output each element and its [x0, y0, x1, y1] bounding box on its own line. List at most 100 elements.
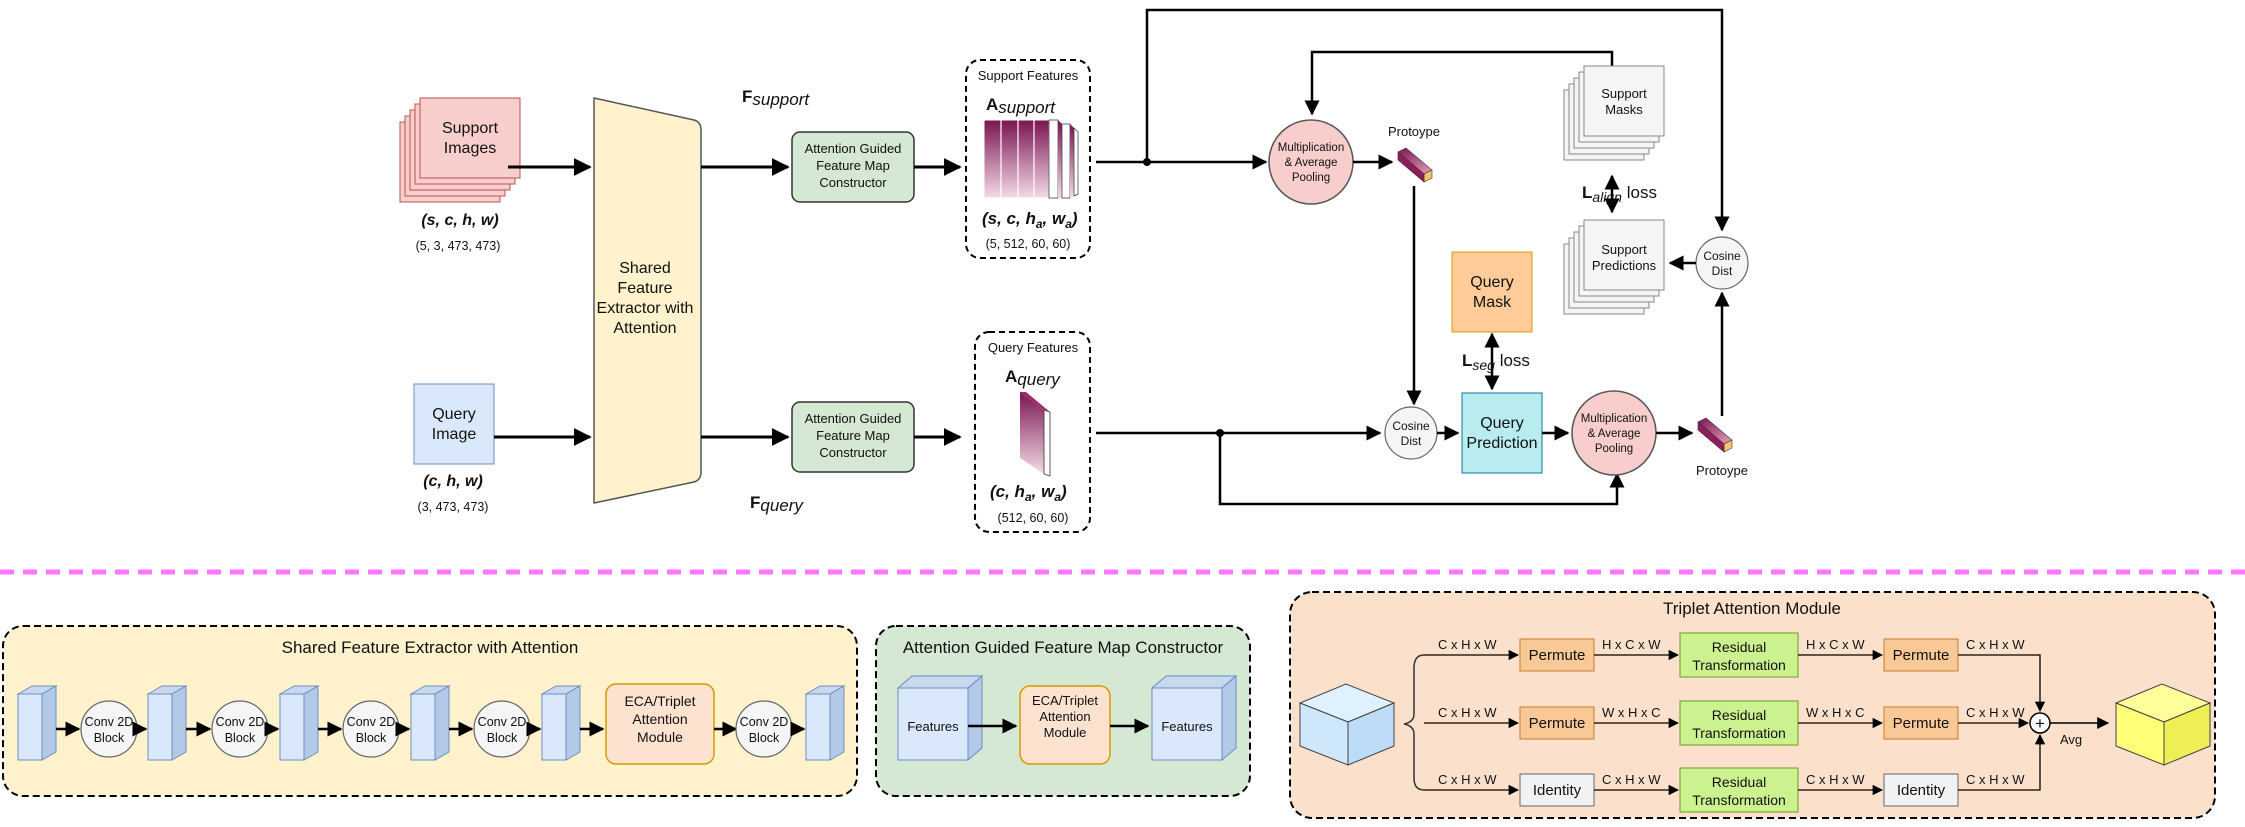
agfmc-features-out-label: Features [1161, 719, 1213, 734]
agfmc-top: Attention Guided Feature Map Constructor [791, 131, 915, 203]
support-predictions-stack: Support Predictions [1563, 219, 1665, 315]
feature-slab [16, 685, 58, 761]
conv-block-label-1: Conv 2D [85, 715, 134, 729]
triplet-mid2-dims: C x H x W [1806, 772, 1865, 787]
agfmc-eca-label-2: Attention [1039, 709, 1090, 724]
query-feature-map [1020, 392, 1051, 477]
feature-slab [146, 685, 188, 761]
query-features-box: Query Features Aquery (c, ha, wa) (512, … [974, 331, 1091, 533]
l-seg-label: Lseg loss [1462, 351, 1530, 373]
pooling-bottom-label-1: Multiplication [1581, 413, 1647, 425]
triplet-brace [1403, 654, 1425, 791]
support-images-stack: Support Images [399, 97, 521, 203]
extractor-eca-label-3: Module [637, 729, 683, 745]
extractor-label-1: Shared [619, 260, 671, 277]
extractor-label-3: Extractor with [597, 300, 694, 317]
agfmc-bottom-label-2: Feature Map [816, 428, 890, 443]
query-image: Query Image [413, 383, 495, 465]
support-shape: (5, 3, 473, 473) [416, 239, 501, 253]
conv-block-label-2: Block [356, 731, 387, 745]
panel-agfmc: Attention Guided Feature Map Constructor… [875, 625, 1251, 797]
query-feat-shape: (512, 60, 60) [998, 511, 1069, 525]
support-predictions-label-2: Predictions [1592, 258, 1657, 273]
panel-shared-extractor: Shared Feature Extractor with Attention … [2, 625, 858, 797]
triplet-sum-node: + [2029, 712, 2051, 734]
triplet-sum-symbol: + [2035, 714, 2045, 733]
query-prediction: Query Prediction [1461, 392, 1543, 474]
cosine-mid-label-1: Cosine [1392, 419, 1430, 433]
arrow-support-features-to-cosine-right [1145, 8, 1730, 232]
prototype-top-label: Protoype [1388, 124, 1440, 139]
support-feat-shape: (5, 512, 60, 60) [986, 237, 1071, 251]
extractor-eca-label-2: Attention [632, 711, 687, 727]
query-image-label-2: Image [432, 426, 477, 443]
query-feat-dims: (c, ha, wa) [990, 482, 1067, 504]
agfmc-features-in-label: Features [907, 719, 959, 734]
conv-block-label-1: Conv 2D [478, 715, 527, 729]
cosine-right-label-1: Cosine [1703, 249, 1741, 263]
triplet-mid2-dims: H x C x W [1806, 637, 1865, 652]
feature-slab [540, 685, 582, 761]
query-mask-label-2: Mask [1473, 294, 1512, 311]
extractor-label-2: Feature [617, 280, 672, 297]
agfmc-eca-module: ECA/Triplet Attention Module [1019, 685, 1111, 765]
pooling-top-label-1: Multiplication [1278, 142, 1344, 154]
query-prediction-label-1: Query [1480, 415, 1524, 432]
triplet-op1: Identity [1533, 782, 1582, 799]
conv-block-label-2: Block [94, 731, 125, 745]
f-query-label: Fquery [750, 493, 804, 515]
agfmc-top-label-2: Feature Map [816, 158, 890, 173]
pooling-bottom-label-2: & Average [1588, 428, 1641, 440]
shared-extractor: Shared Feature Extractor with Attention [593, 97, 702, 504]
triplet-mid1-dims: H x C x W [1602, 637, 1661, 652]
feature-slab [278, 685, 320, 761]
conv-block-label-2: Block [487, 731, 518, 745]
agfmc-bottom-label-3: Constructor [819, 445, 887, 460]
support-features-box: Support Features Asupport (s, c, ha, wa)… [965, 59, 1091, 259]
prototype-bottom-icon [1697, 417, 1733, 453]
conv-block-label-1: Conv 2D [216, 715, 265, 729]
conv2d-block: Conv 2D Block [342, 700, 400, 758]
support-feat-dims: (s, c, ha, wa) [982, 209, 1078, 231]
f-support-label: Fsupport [742, 87, 810, 109]
agfmc-top-label-3: Constructor [819, 175, 887, 190]
triplet-in-dims: C x H x W [1438, 637, 1497, 652]
agfmc-bottom: Attention Guided Feature Map Constructor [791, 401, 915, 473]
support-images-label-2: Images [444, 140, 496, 157]
arrow-masks-to-pooling [1304, 50, 1614, 116]
triplet-residual-label-1: Residual [1712, 707, 1766, 723]
feature-slab [804, 685, 846, 761]
triplet-in-dims: C x H x W [1438, 772, 1497, 787]
panel-extractor-title: Shared Feature Extractor with Attention [282, 638, 579, 657]
conv-block-label-1: Conv 2D [347, 715, 396, 729]
triplet-out-dims: C x H x W [1966, 705, 2025, 720]
extractor-label-4: Attention [613, 320, 676, 337]
agfmc-eca-label-3: Module [1044, 725, 1087, 740]
pooling-bottom-label-3: Pooling [1595, 443, 1633, 455]
prototype-bottom-label: Protoype [1696, 463, 1748, 478]
triplet-avg-label: Avg [2060, 732, 2082, 747]
support-masks-label-1: Support [1601, 86, 1647, 101]
triplet-out-dims: C x H x W [1966, 637, 2025, 652]
cosine-right: Cosine Dist [1695, 236, 1749, 290]
extractor-chain: Conv 2D Block Conv 2D Block Conv 2D Block Conv… [16, 683, 846, 765]
pooling-top: Multiplication & Average Pooling [1268, 119, 1354, 205]
prototype-top-icon [1397, 147, 1433, 183]
agfmc-eca-label-1: ECA/Triplet [1032, 693, 1098, 708]
triplet-residual-label-1: Residual [1712, 639, 1766, 655]
cosine-mid-label-2: Dist [1401, 434, 1422, 448]
triplet-input-cube [1298, 683, 1396, 766]
query-features-title: Query Features [988, 340, 1079, 355]
panel-triplet-attention: Triplet Attention Module C x H x WPermut… [1289, 591, 2216, 819]
triplet-op2: Permute [1893, 647, 1950, 664]
support-features-title: Support Features [978, 68, 1079, 83]
triplet-op1: Permute [1529, 647, 1586, 664]
support-feature-maps [983, 119, 1079, 199]
conv-block-label-1: Conv 2D [740, 715, 789, 729]
triplet-output-cube [2114, 683, 2212, 766]
